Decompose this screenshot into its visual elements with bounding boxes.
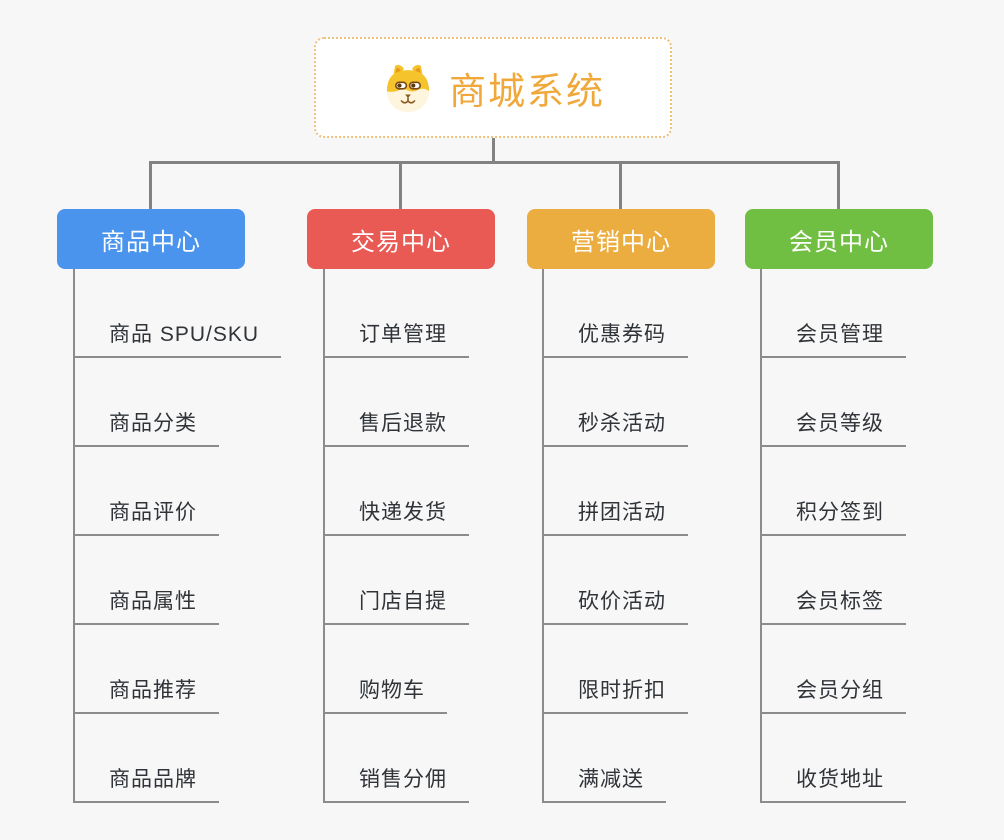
branch-node-marketing-center[interactable]: 营销中心 <box>527 209 715 269</box>
leaf-label: 会员分组 <box>760 674 906 714</box>
leaf-node[interactable]: 会员标签 <box>760 536 906 625</box>
leaf-label: 砍价活动 <box>542 585 688 625</box>
leaf-label: 商品品牌 <box>73 763 219 803</box>
leaf-node[interactable]: 销售分佣 <box>323 714 469 803</box>
dog-face-icon <box>381 62 435 114</box>
root-title: 商城系统 <box>449 70 605 112</box>
leaf-node[interactable]: 秒杀活动 <box>542 358 688 447</box>
leaf-node[interactable]: 优惠券码 <box>542 269 688 358</box>
leaf-node[interactable]: 限时折扣 <box>542 625 688 714</box>
leaf-node[interactable]: 拼团活动 <box>542 447 688 536</box>
connector-horizontal-bar <box>149 161 840 164</box>
branch-node-trade-center[interactable]: 交易中心 <box>307 209 495 269</box>
leaf-label: 商品属性 <box>73 585 219 625</box>
leaf-label: 门店自提 <box>323 585 469 625</box>
root-node[interactable]: 商城系统 <box>314 37 672 138</box>
leaf-node[interactable]: 售后退款 <box>323 358 469 447</box>
leaf-node[interactable]: 会员等级 <box>760 358 906 447</box>
branch-items-product: 商品 SPU/SKU 商品分类 商品评价 商品属性 商品推荐 商品品牌 <box>73 269 282 803</box>
branch-items-member: 会员管理 会员等级 积分签到 会员标签 会员分组 收货地址 <box>760 269 906 803</box>
leaf-label: 优惠券码 <box>542 318 688 358</box>
leaf-node[interactable]: 商品品牌 <box>73 714 281 803</box>
leaf-node[interactable]: 商品 SPU/SKU <box>73 269 282 358</box>
leaf-label: 售后退款 <box>323 407 469 447</box>
leaf-label: 秒杀活动 <box>542 407 688 447</box>
leaf-node[interactable]: 商品推荐 <box>73 625 281 714</box>
leaf-node[interactable]: 订单管理 <box>323 269 469 358</box>
leaf-label: 满减送 <box>542 763 666 803</box>
leaf-label: 限时折扣 <box>542 674 688 714</box>
leaf-node[interactable]: 积分签到 <box>760 447 906 536</box>
leaf-label: 商品 SPU/SKU <box>73 318 282 358</box>
leaf-label: 收货地址 <box>760 763 906 803</box>
branch-node-member-center[interactable]: 会员中心 <box>745 209 933 269</box>
leaf-node[interactable]: 门店自提 <box>323 536 469 625</box>
connector-drop-product <box>149 161 152 209</box>
leaf-label: 快递发货 <box>323 496 469 536</box>
leaf-node[interactable]: 快递发货 <box>323 447 469 536</box>
leaf-node[interactable]: 购物车 <box>323 625 469 714</box>
leaf-label: 销售分佣 <box>323 763 469 803</box>
leaf-node[interactable]: 满减送 <box>542 714 688 803</box>
leaf-label: 商品评价 <box>73 496 219 536</box>
leaf-node[interactable]: 商品属性 <box>73 536 281 625</box>
leaf-label: 会员等级 <box>760 407 906 447</box>
connector-drop-member <box>837 161 840 209</box>
connector-drop-trade <box>399 161 402 209</box>
connector-drop-marketing <box>619 161 622 209</box>
leaf-label: 商品推荐 <box>73 674 219 714</box>
leaf-label: 购物车 <box>323 674 447 714</box>
leaf-label: 会员管理 <box>760 318 906 358</box>
leaf-node[interactable]: 收货地址 <box>760 714 906 803</box>
leaf-node[interactable]: 会员分组 <box>760 625 906 714</box>
leaf-node[interactable]: 砍价活动 <box>542 536 688 625</box>
branch-items-marketing: 优惠券码 秒杀活动 拼团活动 砍价活动 限时折扣 满减送 <box>542 269 688 803</box>
leaf-label: 订单管理 <box>323 318 469 358</box>
branch-items-trade: 订单管理 售后退款 快递发货 门店自提 购物车 销售分佣 <box>323 269 469 803</box>
leaf-node[interactable]: 商品评价 <box>73 447 281 536</box>
branch-node-product-center[interactable]: 商品中心 <box>57 209 245 269</box>
leaf-label: 积分签到 <box>760 496 906 536</box>
leaf-label: 会员标签 <box>760 585 906 625</box>
connector-root-drop <box>492 138 495 164</box>
leaf-node[interactable]: 商品分类 <box>73 358 281 447</box>
leaf-label: 拼团活动 <box>542 496 688 536</box>
leaf-label: 商品分类 <box>73 407 219 447</box>
leaf-node[interactable]: 会员管理 <box>760 269 906 358</box>
